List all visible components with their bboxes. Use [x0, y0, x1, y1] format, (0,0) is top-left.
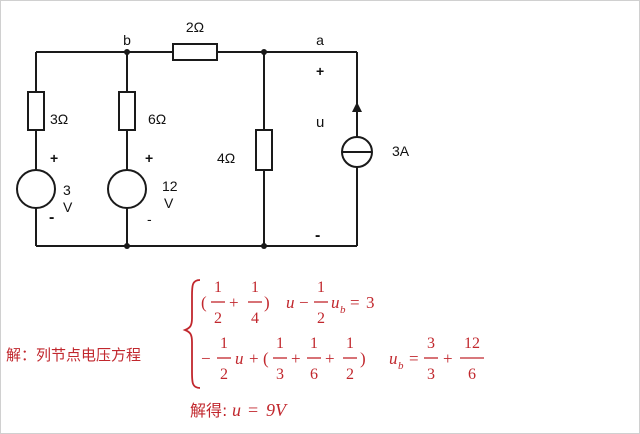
- eq2-plus0: +: [249, 349, 259, 368]
- eq2-open-paren: (: [263, 349, 269, 368]
- eq2-ub-subscript: b: [398, 360, 404, 372]
- eq1-ub-subscript: b: [340, 304, 346, 316]
- eq1-ub: u: [331, 293, 340, 312]
- v2-unit: V: [164, 195, 174, 211]
- equation-2: − 1 2 u + ( 1 3 + 1 6 + 1 2 ) u b = 3 3 …: [201, 335, 484, 383]
- eq2-minus: −: [201, 349, 211, 368]
- u-plus-sign: +: [316, 63, 324, 79]
- eq2-frac2-num: 1: [276, 335, 284, 352]
- eq1-frac1-den: 2: [214, 310, 222, 327]
- resistor-mid-label: 6Ω: [148, 111, 166, 127]
- solution-intro: 解：列节点电压方程: [6, 346, 141, 364]
- u-minus-sign: -: [315, 227, 320, 244]
- v1-plus-sign: +: [50, 150, 58, 166]
- eq2-close-paren: ): [360, 349, 366, 368]
- v2-plus-sign: +: [145, 150, 153, 166]
- resistor-left-label: 3Ω: [50, 111, 68, 127]
- eq1-frac1-num: 1: [214, 279, 222, 296]
- current-source-3a: [341, 107, 373, 168]
- v2-value: 12: [162, 178, 178, 194]
- resistor-6ohm: [118, 91, 136, 131]
- current-arrow-head: [352, 102, 362, 112]
- eq1-frac2-den: 4: [251, 310, 259, 327]
- eq2-equals: =: [409, 349, 419, 368]
- eq2-rhs-frac2-num: 12: [464, 335, 480, 352]
- junction-a: [261, 49, 267, 55]
- eq1-frac2-num: 1: [251, 279, 259, 296]
- eq1-rhs: 3: [366, 293, 375, 312]
- eq2-rhs-frac1-den: 3: [427, 366, 435, 383]
- v2-minus-sign: -: [147, 211, 152, 227]
- eq2-ub: u: [389, 349, 398, 368]
- eq2-frac1-den: 2: [220, 366, 228, 383]
- eq1-open-paren: (: [201, 293, 207, 312]
- eq2-u: u: [235, 349, 244, 368]
- eq2-plus1: +: [291, 349, 301, 368]
- eq1-plus1: +: [229, 293, 239, 312]
- eq2-plus3: +: [443, 349, 453, 368]
- eq2-frac4-num: 1: [346, 335, 354, 352]
- u-label: u: [316, 114, 324, 131]
- eq1-u: u: [286, 293, 295, 312]
- solution-result: 解得: u = 9V: [190, 400, 288, 420]
- voltage-source-3v: [16, 169, 56, 209]
- eq2-frac4-den: 2: [346, 366, 354, 383]
- junction-bottom-mid: [124, 243, 130, 249]
- eq2-frac3-num: 1: [310, 335, 318, 352]
- eq1-close-paren: ): [264, 293, 270, 312]
- v1-minus-sign: -: [49, 209, 54, 226]
- eq1-equals: =: [350, 293, 360, 312]
- eq2-frac3-den: 6: [310, 366, 318, 383]
- eq2-frac1-num: 1: [220, 335, 228, 352]
- result-value: 9V: [266, 400, 288, 420]
- equation-1: ( 1 2 + 1 4 ) u − 1 2 u b = 3: [201, 279, 375, 327]
- circuit-wires: [35, 51, 358, 247]
- equation-system-brace: [182, 279, 201, 389]
- result-prefix: 解得:: [190, 401, 227, 420]
- current-source-label: 3A: [392, 143, 410, 159]
- eq2-rhs-frac2-den: 6: [468, 366, 476, 383]
- eq2-rhs-frac1-num: 3: [427, 335, 435, 352]
- resistor-right-label: 4Ω: [217, 150, 235, 166]
- eq1-frac3-den: 2: [317, 310, 325, 327]
- voltage-source-12v: [107, 169, 147, 209]
- resistor-top-label: 2Ω: [186, 19, 204, 35]
- junction-bottom-right: [261, 243, 267, 249]
- result-u: u: [232, 400, 241, 420]
- junction-b: [124, 49, 130, 55]
- resistor-2ohm: [172, 43, 218, 61]
- junctions: [124, 49, 267, 249]
- eq2-frac2-den: 3: [276, 366, 284, 383]
- resistor-4ohm: [255, 129, 273, 171]
- eq1-frac3-num: 1: [317, 279, 325, 296]
- eq2-plus2: +: [325, 349, 335, 368]
- result-equals: =: [248, 400, 258, 420]
- node-b-label: b: [123, 32, 131, 48]
- v1-unit: V: [63, 199, 73, 215]
- resistor-3ohm: [27, 91, 45, 131]
- eq1-minus: −: [299, 293, 309, 312]
- v1-value: 3: [63, 182, 71, 198]
- node-a-label: a: [316, 32, 324, 48]
